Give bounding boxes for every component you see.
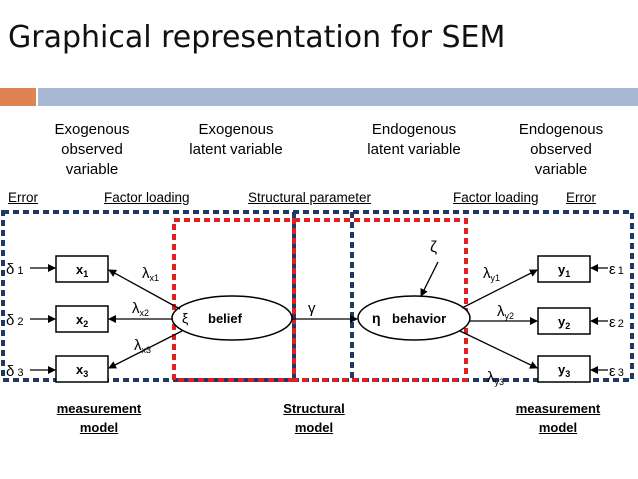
y1-label: y1 (558, 262, 570, 279)
lambda-x3-arrow (108, 330, 183, 369)
y3-box (537, 355, 591, 383)
x2-label: x2 (76, 312, 88, 329)
belief-label: belief (208, 311, 243, 326)
outer-frame (1, 210, 634, 382)
y1-box (537, 255, 591, 283)
red-frame-right (292, 218, 468, 382)
label-error-right: Error (566, 190, 596, 205)
behavior-label: behavior (392, 311, 446, 326)
label-structural-parameter: Structural parameter (248, 190, 372, 205)
y2-label: y2 (558, 314, 570, 331)
label-factor-loading-left: Factor loading (104, 190, 190, 205)
belief-ellipse (171, 295, 293, 341)
behavior-ellipse (357, 295, 471, 341)
lambda-y1-arrow (461, 269, 538, 309)
lambda-y1-label: λy1 (483, 265, 500, 283)
eta-symbol: η (372, 310, 381, 326)
lambda-x1-arrow (108, 269, 181, 310)
gamma-label: γ (308, 300, 316, 317)
x1-label: x1 (76, 262, 88, 279)
zeta-arrow (420, 261, 439, 297)
y2-box (537, 307, 591, 335)
x3-label: x3 (76, 362, 88, 379)
y3-label: y3 (558, 362, 570, 379)
lambda-x2-label: λx2 (132, 300, 149, 318)
lambda-y3-label: λy3 (487, 369, 504, 387)
x2-box (55, 305, 109, 333)
page-title: Graphical representation for SEM (8, 20, 506, 55)
accent-bar-blue (38, 88, 638, 106)
zeta-label: ζ (430, 239, 437, 256)
xi-symbol: ξ (182, 310, 188, 326)
lambda-y3-arrow (459, 330, 538, 369)
lambda-x1-label: λx1 (142, 265, 159, 283)
x3-box (55, 355, 109, 383)
label-factor-loading-right: Factor loading (453, 190, 539, 205)
lambda-x3-label: λx3 (134, 337, 151, 355)
accent-bar-orange (0, 88, 36, 106)
lambda-y2-label: λy2 (497, 303, 514, 321)
label-error-left: Error (8, 190, 38, 205)
x1-box (55, 255, 109, 283)
